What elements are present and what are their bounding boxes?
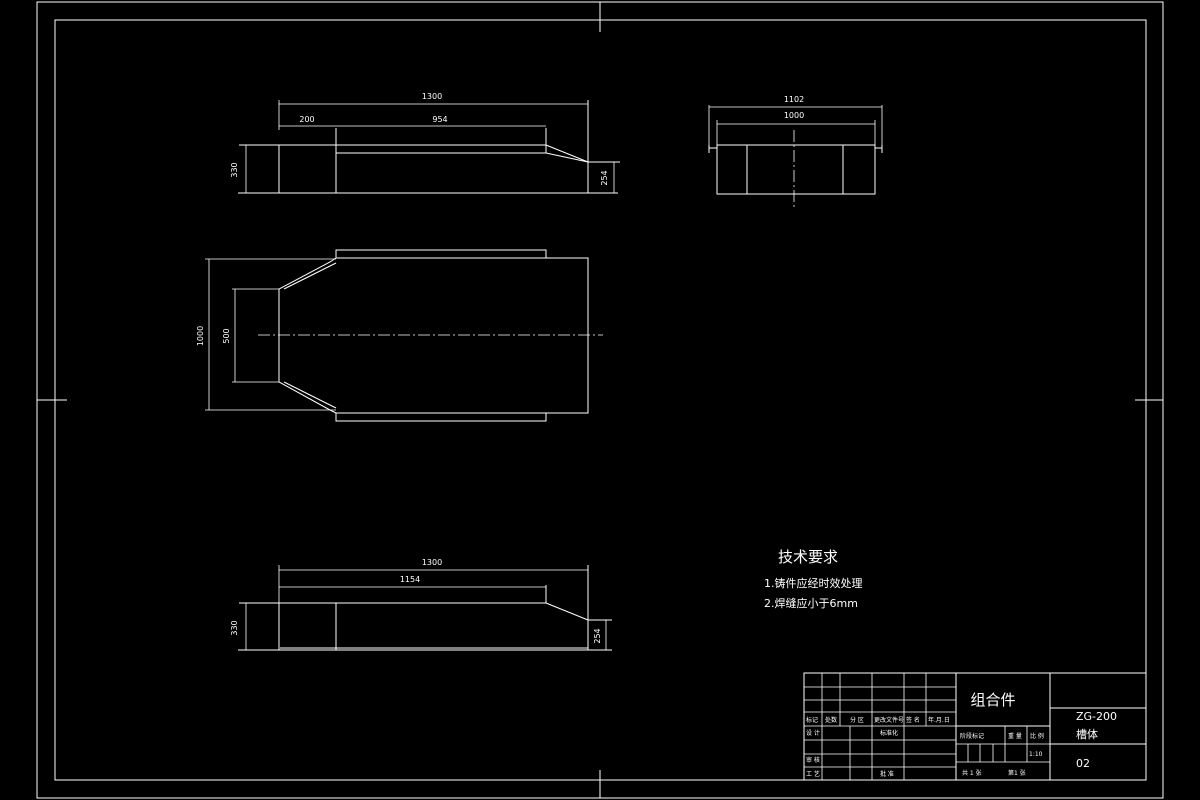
tb-part-name: 组合件: [970, 691, 1015, 709]
title-block: 标记 处数 分 区 更改文件号 签 名 年.月.日 设 计 标准化 审 核 工 …: [803, 672, 1147, 781]
plan-dim-inner: 500: [222, 328, 231, 343]
tb-part-label: 槽体: [1076, 727, 1098, 741]
tb-label-change-doc: 更改文件号: [874, 716, 904, 724]
tb-scale-value: 1:10: [1029, 751, 1043, 758]
tb-label-mark: 标记: [806, 716, 818, 724]
tb-label-process: 工 艺: [806, 770, 820, 778]
side-dim-inner: 1000: [784, 111, 804, 120]
plan-dim-outer: 1000: [196, 326, 205, 346]
bottom-dim-height-right: 254: [593, 628, 602, 643]
notes-item-2: 2.焊缝应小于6mm: [764, 596, 858, 610]
side-view: 1102 1000: [708, 95, 883, 210]
tb-label-review: 审 核: [806, 756, 820, 764]
drawing-frame: [54, 19, 1147, 781]
top-dim-left: 200: [299, 115, 314, 124]
top-dim-mid: 954: [432, 115, 447, 124]
tb-drawing-code: ZG-200: [1076, 710, 1117, 723]
notes-title: 技术要求: [778, 548, 838, 566]
tb-sheet-no: 02: [1076, 757, 1090, 770]
tb-label-date: 年.月.日: [928, 716, 950, 724]
tb-total-sheets: 共 1 张: [962, 769, 982, 777]
top-view: 1300 200 954 330 254: [230, 92, 620, 194]
notes-item-1: 1.铸件应经时效处理: [764, 576, 863, 590]
centering-marks: [37, 2, 1163, 798]
tb-label-design: 设 计: [806, 729, 820, 737]
technical-requirements: 技术要求 1.铸件应经时效处理 2.焊缝应小于6mm: [764, 548, 863, 610]
sheet-outer-border: [36, 1, 1164, 799]
tb-label-zone: 分 区: [850, 716, 864, 724]
side-dim-overall: 1102: [784, 95, 804, 104]
bottom-dim-overall: 1300: [422, 558, 442, 567]
tb-label-count: 处数: [825, 716, 837, 724]
tb-label-signature: 签 名: [906, 716, 920, 724]
tb-label-approve: 批 准: [880, 770, 894, 778]
tb-label-stage-mark: 阶段标记: [960, 732, 984, 740]
tb-sheet-index: 第1 张: [1008, 769, 1026, 777]
tb-label-weight: 重 量: [1008, 732, 1022, 740]
top-dim-height-left: 330: [230, 162, 239, 177]
plan-view: 1000 500: [196, 249, 603, 422]
bottom-view: 1300 1154 330 254: [230, 558, 612, 651]
tb-label-scale: 比 例: [1030, 732, 1044, 740]
top-dim-height-right: 254: [600, 170, 609, 185]
bottom-dim-height-left: 330: [230, 620, 239, 635]
top-dim-overall: 1300: [422, 92, 442, 101]
bottom-dim-mid: 1154: [400, 575, 420, 584]
tb-label-standardization: 标准化: [880, 729, 898, 737]
